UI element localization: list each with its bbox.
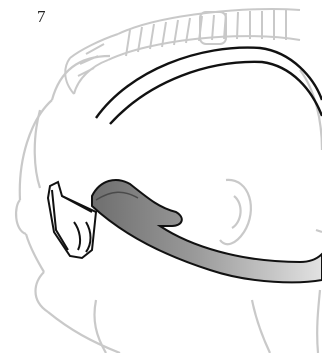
side-strap bbox=[92, 180, 322, 282]
ribbed-tube bbox=[65, 9, 300, 94]
mask-frame bbox=[48, 182, 96, 258]
step-number: 7 bbox=[37, 8, 46, 25]
headgear-outline bbox=[96, 48, 322, 124]
